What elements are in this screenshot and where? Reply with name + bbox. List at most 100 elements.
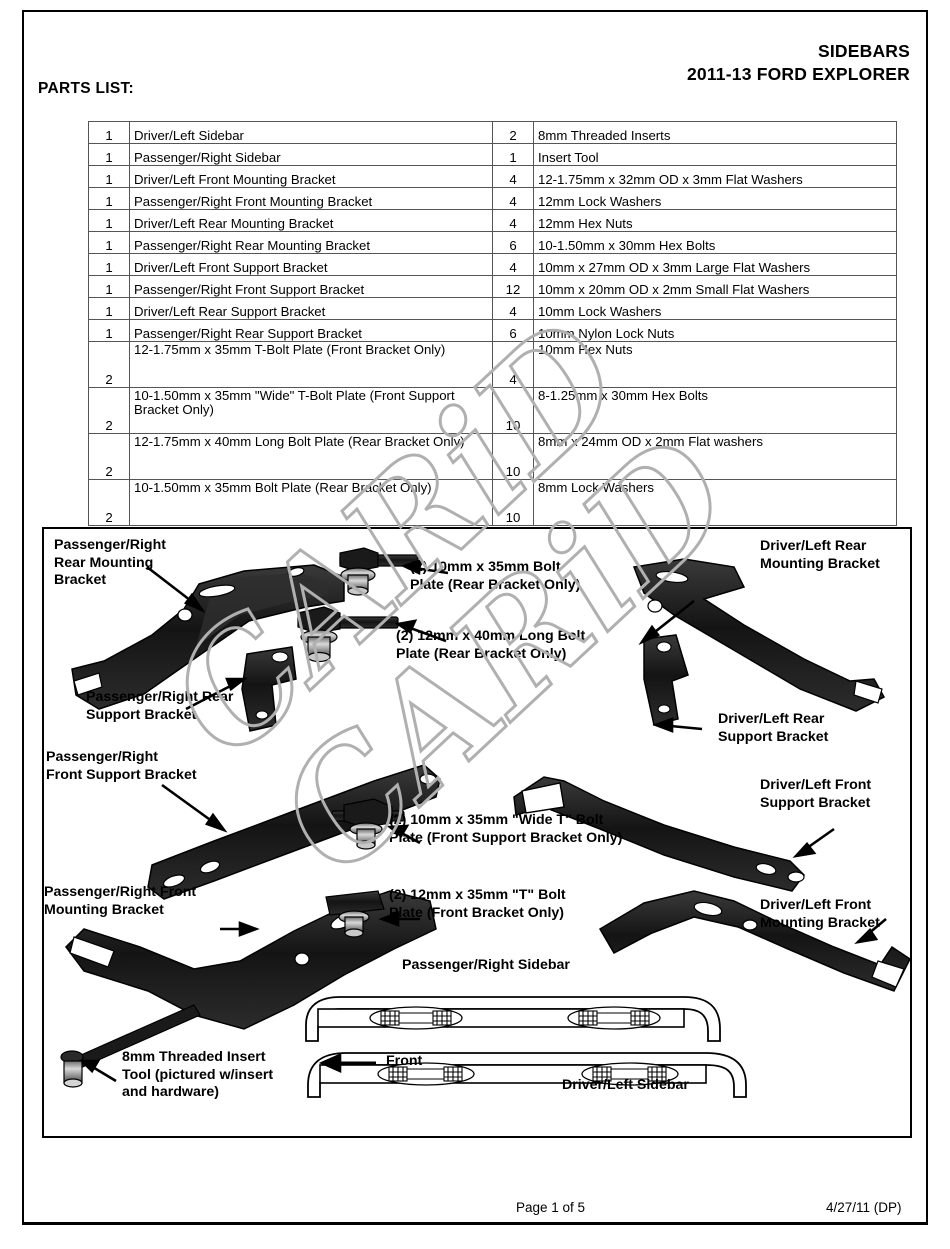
- part-qty-left: 1: [88, 165, 130, 188]
- part-desc-left: Passenger/Right Front Mounting Bracket: [129, 187, 493, 210]
- part-qty-right: 6: [492, 319, 534, 342]
- part-desc-right: 12mm Hex Nuts: [533, 209, 897, 232]
- part-desc-left: Driver/Left Front Mounting Bracket: [129, 165, 493, 188]
- part-desc-right: 10mm Nylon Lock Nuts: [533, 319, 897, 342]
- part-qty-left: 2: [88, 341, 130, 388]
- leader-arrows: [78, 559, 887, 1083]
- part-qty-right: 4: [492, 165, 534, 188]
- part-desc-left: 12-1.75mm x 40mm Long Bolt Plate (Rear B…: [129, 433, 493, 480]
- part-qty-left: 2: [88, 387, 130, 434]
- part-desc-left: Passenger/Right Rear Mounting Bracket: [129, 231, 493, 254]
- driver-front-support-bracket-graphic: [513, 776, 805, 892]
- part-qty-right: 1: [492, 143, 534, 166]
- part-desc-right: 8mm x 24mm OD x 2mm Flat washers: [533, 433, 897, 480]
- part-qty-left: 2: [88, 433, 130, 480]
- part-qty-right: 4: [492, 187, 534, 210]
- part-desc-left: Driver/Left Rear Support Bracket: [129, 297, 493, 320]
- part-desc-left: Driver/Left Sidebar: [129, 121, 493, 144]
- part-qty-left: 2: [88, 479, 130, 526]
- part-desc-right: 10mm Lock Washers: [533, 297, 897, 320]
- document-title: SIDEBARS 2011-13 FORD EXPLORER: [687, 40, 910, 86]
- part-desc-right: 12mm Lock Washers: [533, 187, 897, 210]
- part-qty-left: 1: [88, 319, 130, 342]
- passenger-front-support-bracket-graphic: [147, 764, 441, 900]
- part-desc-left: 10-1.50mm x 35mm "Wide" T-Bolt Plate (Fr…: [129, 387, 493, 434]
- label-passenger-front-mounting-bracket: Passenger/Right Front Mounting Bracket: [44, 884, 197, 918]
- passenger-sidebar-graphic: [305, 996, 721, 1042]
- part-desc-right: 8-1.25mm x 30mm Hex Bolts: [533, 387, 897, 434]
- part-desc-right: 10mm x 27mm OD x 3mm Large Flat Washers: [533, 253, 897, 276]
- part-qty-right: 10: [492, 479, 534, 526]
- insert-tool-graphic: [60, 1004, 201, 1088]
- label-insert-tool: 8mm Threaded Insert Tool (pictured w/ins…: [122, 1049, 274, 1101]
- bolt-plate-rear-12mm-graphic: [297, 606, 399, 663]
- footer-date: 4/27/11 (DP): [826, 1200, 902, 1215]
- label-passenger-front-support-bracket: Passenger/Right Front Support Bracket: [46, 749, 197, 783]
- part-qty-left: 1: [88, 209, 130, 232]
- label-driver-sidebar: Driver/Left Sidebar: [562, 1077, 689, 1093]
- part-qty-left: 1: [88, 187, 130, 210]
- part-desc-left: Passenger/Right Front Support Bracket: [129, 275, 493, 298]
- part-desc-left: 12-1.75mm x 35mm T-Bolt Plate (Front Bra…: [129, 341, 493, 388]
- part-desc-left: Passenger/Right Sidebar: [129, 143, 493, 166]
- part-qty-left: 1: [88, 121, 130, 144]
- part-qty-right: 2: [492, 121, 534, 144]
- part-qty-left: 1: [88, 143, 130, 166]
- driver-sidebar-graphic: [307, 1052, 747, 1098]
- part-desc-right: Insert Tool: [533, 143, 897, 166]
- footer-divider: [22, 1222, 928, 1225]
- footer-page-number: Page 1 of 5: [516, 1200, 586, 1215]
- part-desc-right: 12-1.75mm x 32mm OD x 3mm Flat Washers: [533, 165, 897, 188]
- part-desc-right: 8mm Threaded Inserts: [533, 121, 897, 144]
- part-desc-left: Driver/Left Front Support Bracket: [129, 253, 493, 276]
- title-line-1: SIDEBARS: [817, 41, 910, 61]
- driver-front-mounting-bracket-graphic: [598, 890, 910, 992]
- part-desc-right: 10mm x 20mm OD x 2mm Small Flat Washers: [533, 275, 897, 298]
- passenger-rear-support-bracket-graphic: [241, 646, 297, 732]
- part-qty-left: 1: [88, 275, 130, 298]
- part-qty-right: 4: [492, 297, 534, 320]
- part-qty-left: 1: [88, 231, 130, 254]
- part-qty-right: 10: [492, 387, 534, 434]
- part-qty-right: 10: [492, 433, 534, 480]
- part-desc-right: 8mm Lock Washers: [533, 479, 897, 526]
- part-desc-right: 10mm Hex Nuts: [533, 341, 897, 388]
- parts-diagram-illustration: [60, 547, 910, 1098]
- label-driver-front-mounting-bracket: Driver/Left Front Mounting Bracket: [760, 897, 880, 931]
- bolt-plate-t-graphic: [325, 890, 385, 938]
- driver-rear-mounting-bracket-graphic: [632, 558, 886, 712]
- label-passenger-rear-support-bracket: Passenger/Right Rear Support Bracket: [86, 689, 234, 723]
- part-desc-left: 10-1.50mm x 35mm Bolt Plate (Rear Bracke…: [129, 479, 493, 526]
- label-passenger-sidebar: Passenger/Right Sidebar: [402, 957, 570, 973]
- label-bolt-plate-t: (2) 12mm x 35mm "T" Bolt Plate (Front Br…: [389, 887, 566, 921]
- part-qty-right: 4: [492, 253, 534, 276]
- part-qty-left: 1: [88, 297, 130, 320]
- bolt-plate-rear-10mm-graphic: [339, 547, 419, 596]
- parts-list-heading: PARTS LIST:: [38, 80, 135, 97]
- part-qty-right: 6: [492, 231, 534, 254]
- part-desc-left: Driver/Left Rear Mounting Bracket: [129, 209, 493, 232]
- label-passenger-rear-mounting-bracket: Passenger/Right Rear Mounting Bracket: [54, 537, 166, 589]
- label-bolt-plate-wide-t: (2) 10mm x 35mm "Wide T" Bolt Plate (Fro…: [389, 812, 623, 846]
- part-desc-right: 10-1.50mm x 30mm Hex Bolts: [533, 231, 897, 254]
- passenger-rear-mounting-bracket-graphic: [71, 564, 345, 710]
- driver-rear-support-bracket-graphic: [643, 634, 689, 726]
- label-bolt-plate-rear-10mm: (2) 10mm x 35mm Bolt Plate (Rear Bracket…: [410, 559, 581, 593]
- label-driver-rear-mounting-bracket: Driver/Left Rear Mounting Bracket: [760, 538, 880, 572]
